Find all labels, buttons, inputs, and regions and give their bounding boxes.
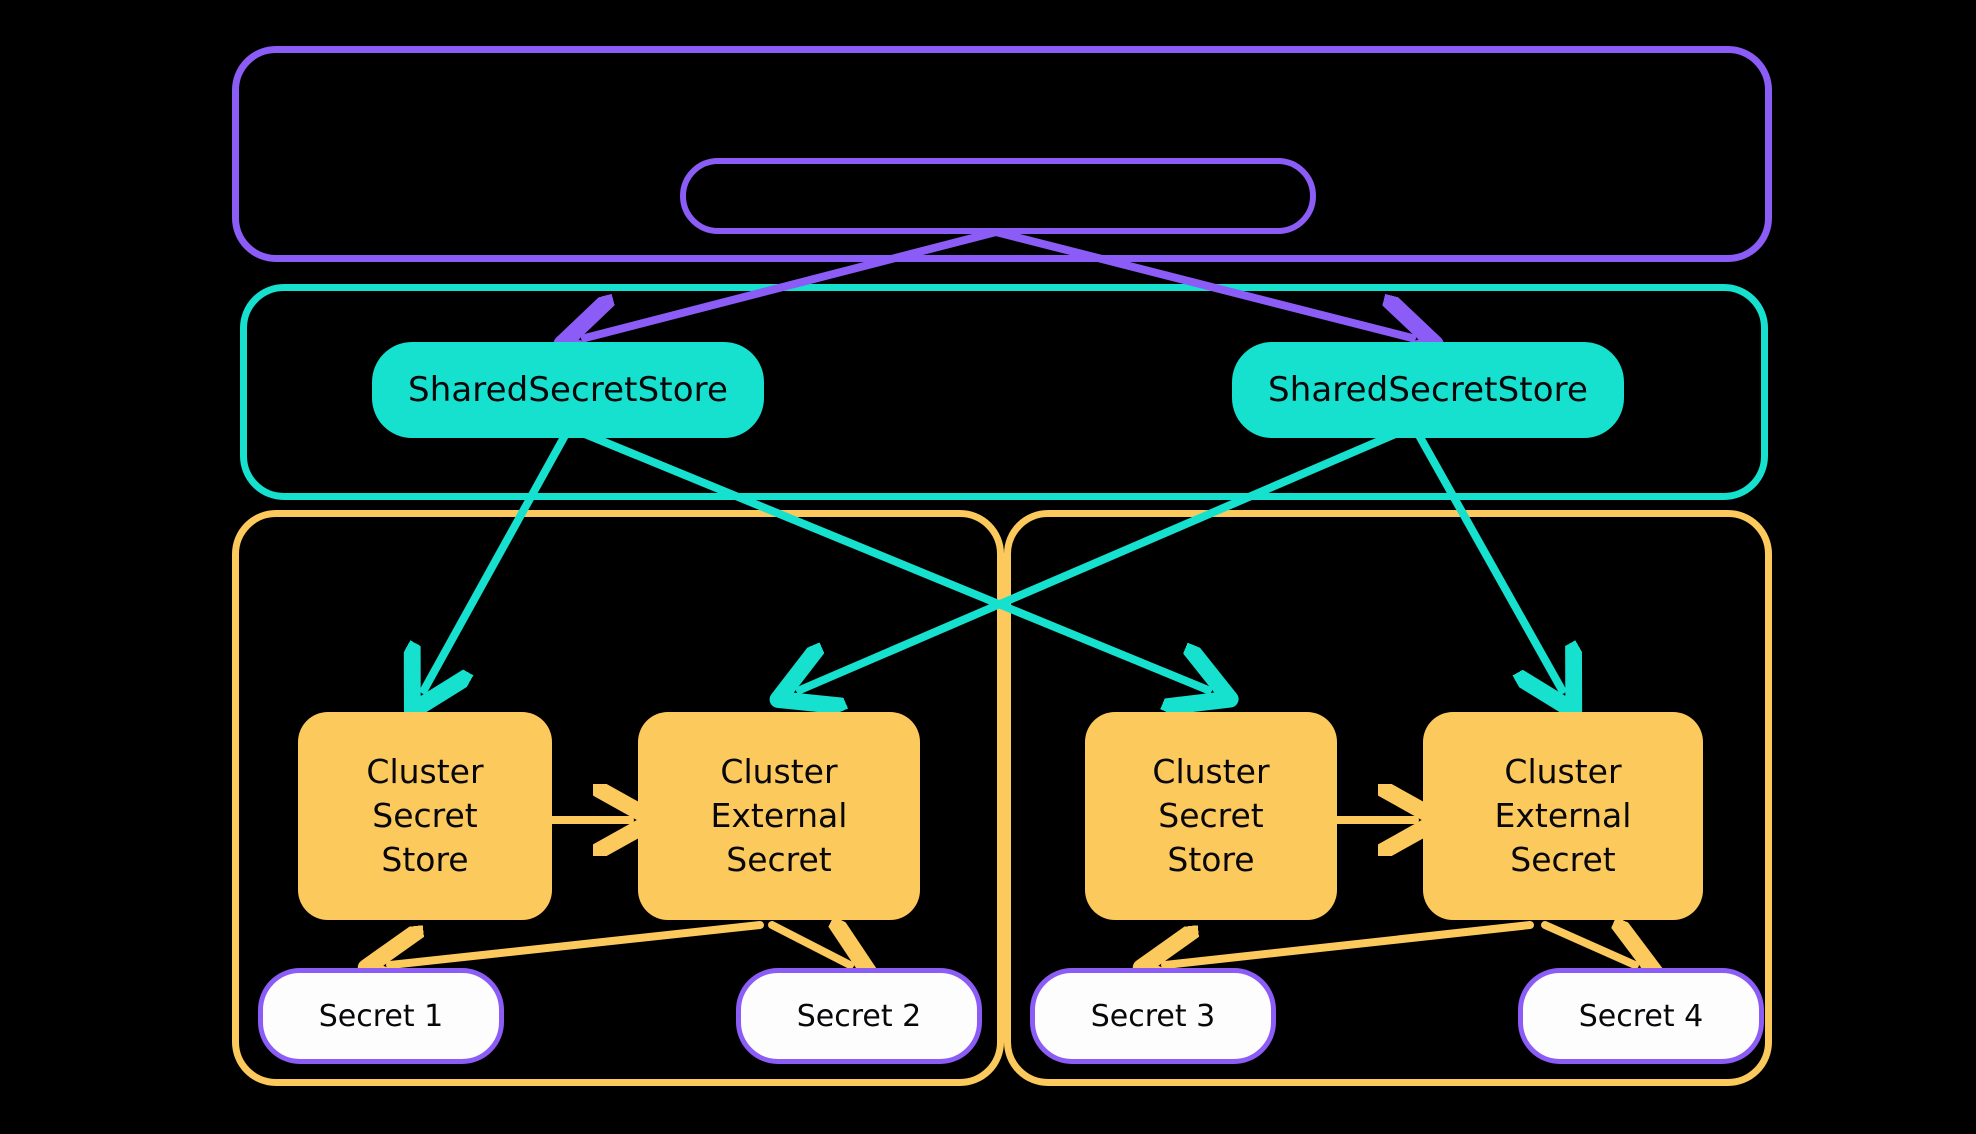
secret-node-1[interactable]: Secret 1 <box>258 968 504 1064</box>
cluster-secret-store-right[interactable]: Cluster Secret Store <box>1085 712 1337 920</box>
cluster-external-secret-right-line3: Secret <box>1510 839 1616 879</box>
cluster-secret-store-right-line2: Secret <box>1158 796 1264 836</box>
shared-secret-store-left[interactable]: SharedSecretStore <box>372 342 764 438</box>
secret-node-2-label: Secret 2 <box>796 998 922 1034</box>
top-pill-node[interactable] <box>680 158 1316 234</box>
secret-node-2[interactable]: Secret 2 <box>736 968 982 1064</box>
cluster-external-secret-left-line2: External <box>710 796 848 836</box>
cluster-secret-store-right-line3: Store <box>1167 839 1255 879</box>
cluster-secret-store-left-line1: Cluster <box>366 752 484 792</box>
shared-secret-store-right[interactable]: SharedSecretStore <box>1232 342 1624 438</box>
cluster-secret-store-left[interactable]: Cluster Secret Store <box>298 712 552 920</box>
cluster-external-secret-right[interactable]: Cluster External Secret <box>1423 712 1703 920</box>
cluster-secret-store-right-line1: Cluster <box>1152 752 1270 792</box>
shared-secret-store-right-label: SharedSecretStore <box>1268 370 1588 410</box>
secret-node-1-label: Secret 1 <box>318 998 444 1034</box>
cluster-external-secret-left-line1: Cluster <box>720 752 838 792</box>
secret-node-4[interactable]: Secret 4 <box>1518 968 1764 1064</box>
shared-secret-store-left-label: SharedSecretStore <box>408 370 728 410</box>
secret-node-3-label: Secret 3 <box>1090 998 1216 1034</box>
cluster-secret-store-left-line3: Store <box>381 839 469 879</box>
cluster-external-secret-right-line2: External <box>1494 796 1632 836</box>
cluster-external-secret-left-line3: Secret <box>726 839 832 879</box>
cluster-external-secret-left[interactable]: Cluster External Secret <box>638 712 920 920</box>
cluster-secret-store-left-line2: Secret <box>372 796 478 836</box>
secret-node-3[interactable]: Secret 3 <box>1030 968 1276 1064</box>
cluster-external-secret-right-line1: Cluster <box>1504 752 1622 792</box>
secret-node-4-label: Secret 4 <box>1578 998 1704 1034</box>
